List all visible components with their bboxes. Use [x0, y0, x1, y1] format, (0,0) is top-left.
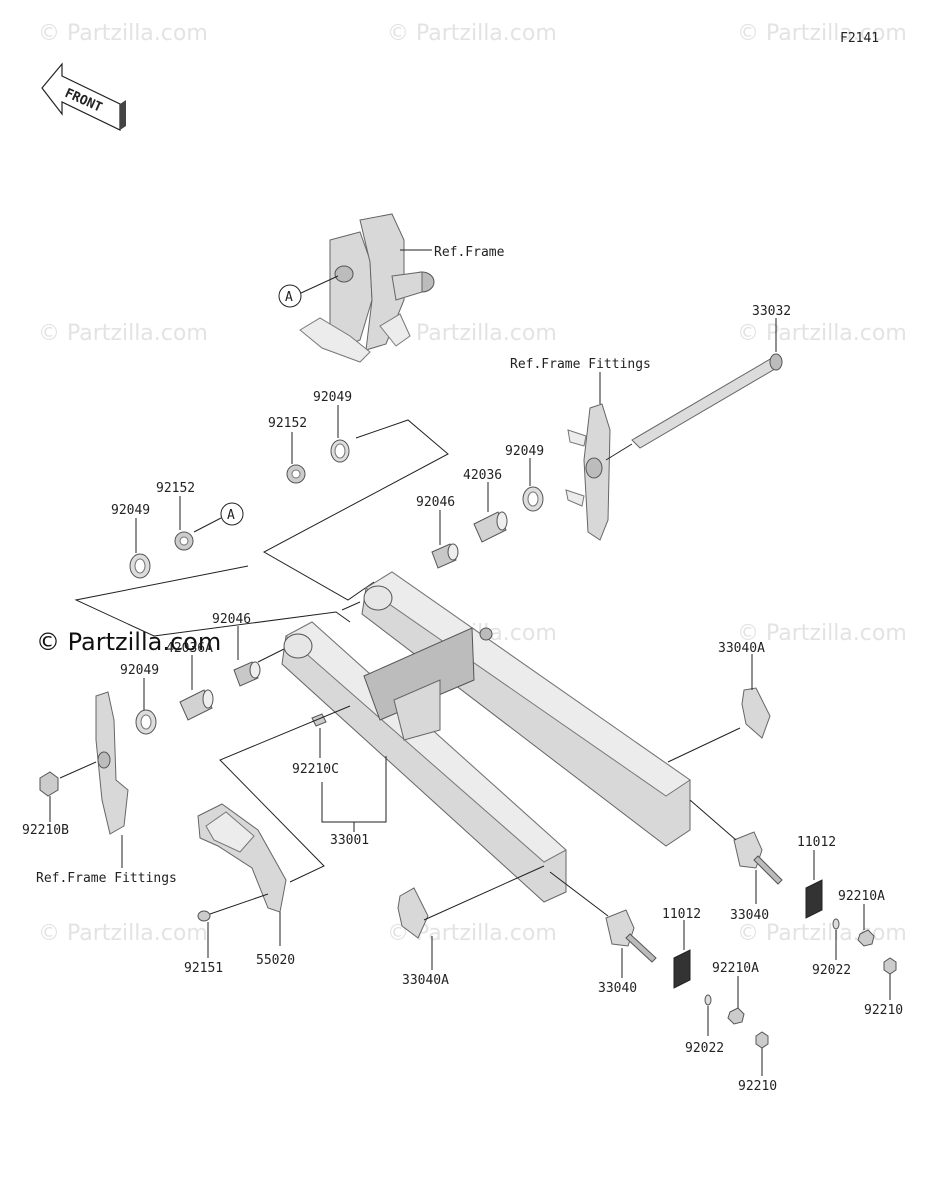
label-92210a-right: 92210A: [838, 889, 885, 904]
watermark: © Partzilla.com: [737, 621, 907, 646]
adjuster-33040-right-icon: [733, 831, 783, 885]
label-33040a-right: 33040A: [718, 641, 765, 656]
bearing-92046-left-icon: [233, 661, 261, 687]
label-92049-top: 92049: [313, 390, 352, 405]
front-arrow-icon: FRONT: [41, 62, 126, 131]
watermark: © Partzilla.com: [387, 321, 557, 346]
washer-92022-right-icon: [832, 918, 840, 930]
watermark: © Partzilla.com: [737, 921, 907, 946]
callout-a-marker: [278, 284, 302, 308]
label-33040-left: 33040: [598, 981, 637, 996]
label-92049-low: 92049: [120, 663, 159, 678]
adjuster-33040-left-icon: [605, 909, 657, 963]
watermarks: © Partzilla.com © Partzilla.com © Partzi…: [36, 21, 907, 946]
washer-92049-mid-icon: [522, 486, 544, 512]
swingarm-icon: [281, 571, 691, 903]
label-33040-right: 33040: [730, 908, 769, 923]
collar-92152-top-icon: [286, 464, 306, 484]
nut-92210a-left-icon: [727, 1007, 745, 1025]
sleeve-42036-icon: [473, 511, 508, 543]
axle-shaft-icon: [631, 353, 783, 449]
sleeve-42036a-icon: [179, 689, 214, 721]
watermark: © Partzilla.com: [38, 321, 208, 346]
label-ref-frame: Ref.Frame: [434, 245, 505, 260]
nut-92210b-icon: [39, 771, 59, 797]
nut-92210c-icon: [311, 713, 327, 727]
callout-a-letter: A: [285, 290, 293, 305]
label-92022-right: 92022: [812, 963, 851, 978]
label-92049-left: 92049: [111, 503, 150, 518]
frame-fitting-left-icon: [95, 691, 129, 835]
washer-92049-top-icon: [330, 439, 350, 463]
label-ref-frame-fittings-left: Ref.Frame Fittings: [36, 871, 177, 886]
washer-92022-left-icon: [704, 994, 712, 1006]
block-11012-right-icon: [805, 879, 823, 919]
collar-92152-left-icon: [174, 531, 194, 551]
bearing-92046-top-icon: [431, 543, 459, 569]
watermark: © Partzilla.com: [38, 921, 208, 946]
nut-92210-right-icon: [883, 957, 897, 975]
label-42036: 42036: [463, 468, 502, 483]
label-ref-frame-fittings-right: Ref.Frame Fittings: [510, 357, 651, 372]
label-92210-right: 92210: [864, 1003, 903, 1018]
label-92210a-left: 92210A: [712, 961, 759, 976]
label-92152-left: 92152: [156, 481, 195, 496]
ref-frame-icon: [299, 213, 435, 363]
label-92046-top: 92046: [416, 495, 455, 510]
label-92049-mid: 92049: [505, 444, 544, 459]
label-92210-left: 92210: [738, 1079, 777, 1094]
watermark-prominent: © Partzilla.com: [36, 628, 221, 656]
adjuster-plate-33040a-left-icon: [397, 887, 429, 939]
label-92151: 92151: [184, 961, 223, 976]
watermark: © Partzilla.com: [387, 21, 557, 46]
label-42036a: 42036A: [166, 641, 213, 656]
watermark: © Partzilla.com: [737, 321, 907, 346]
frame-fitting-right-icon: [565, 403, 611, 541]
label-92210c: 92210C: [292, 762, 339, 777]
label-33040a-left: 33040A: [402, 973, 449, 988]
chain-guard-icon: [197, 803, 287, 913]
washer-92049-low-icon: [135, 709, 157, 735]
callout-a-marker: [220, 502, 244, 526]
label-11012-left: 11012: [662, 907, 701, 922]
label-55020: 55020: [256, 953, 295, 968]
label-92046-left: 92046: [212, 612, 251, 627]
bolt-92151-icon: [197, 910, 211, 922]
figure-code: F2141: [840, 31, 879, 46]
block-11012-left-icon: [673, 949, 691, 989]
watermark: © Partzilla.com: [38, 21, 208, 46]
nut-92210a-right-icon: [857, 929, 875, 947]
label-33001: 33001: [330, 833, 369, 848]
label-11012-right: 11012: [797, 835, 836, 850]
label-92022-left: 92022: [685, 1041, 724, 1056]
callout-a-letter: A: [227, 508, 235, 523]
washer-92049-left-icon: [129, 553, 151, 579]
label-33032: 33032: [752, 304, 791, 319]
label-92210b: 92210B: [22, 823, 69, 838]
nut-92210-left-icon: [755, 1031, 769, 1049]
watermark: © Partzilla.com: [737, 21, 907, 46]
label-92152-top: 92152: [268, 416, 307, 431]
adjuster-plate-33040a-right-icon: [741, 687, 771, 739]
